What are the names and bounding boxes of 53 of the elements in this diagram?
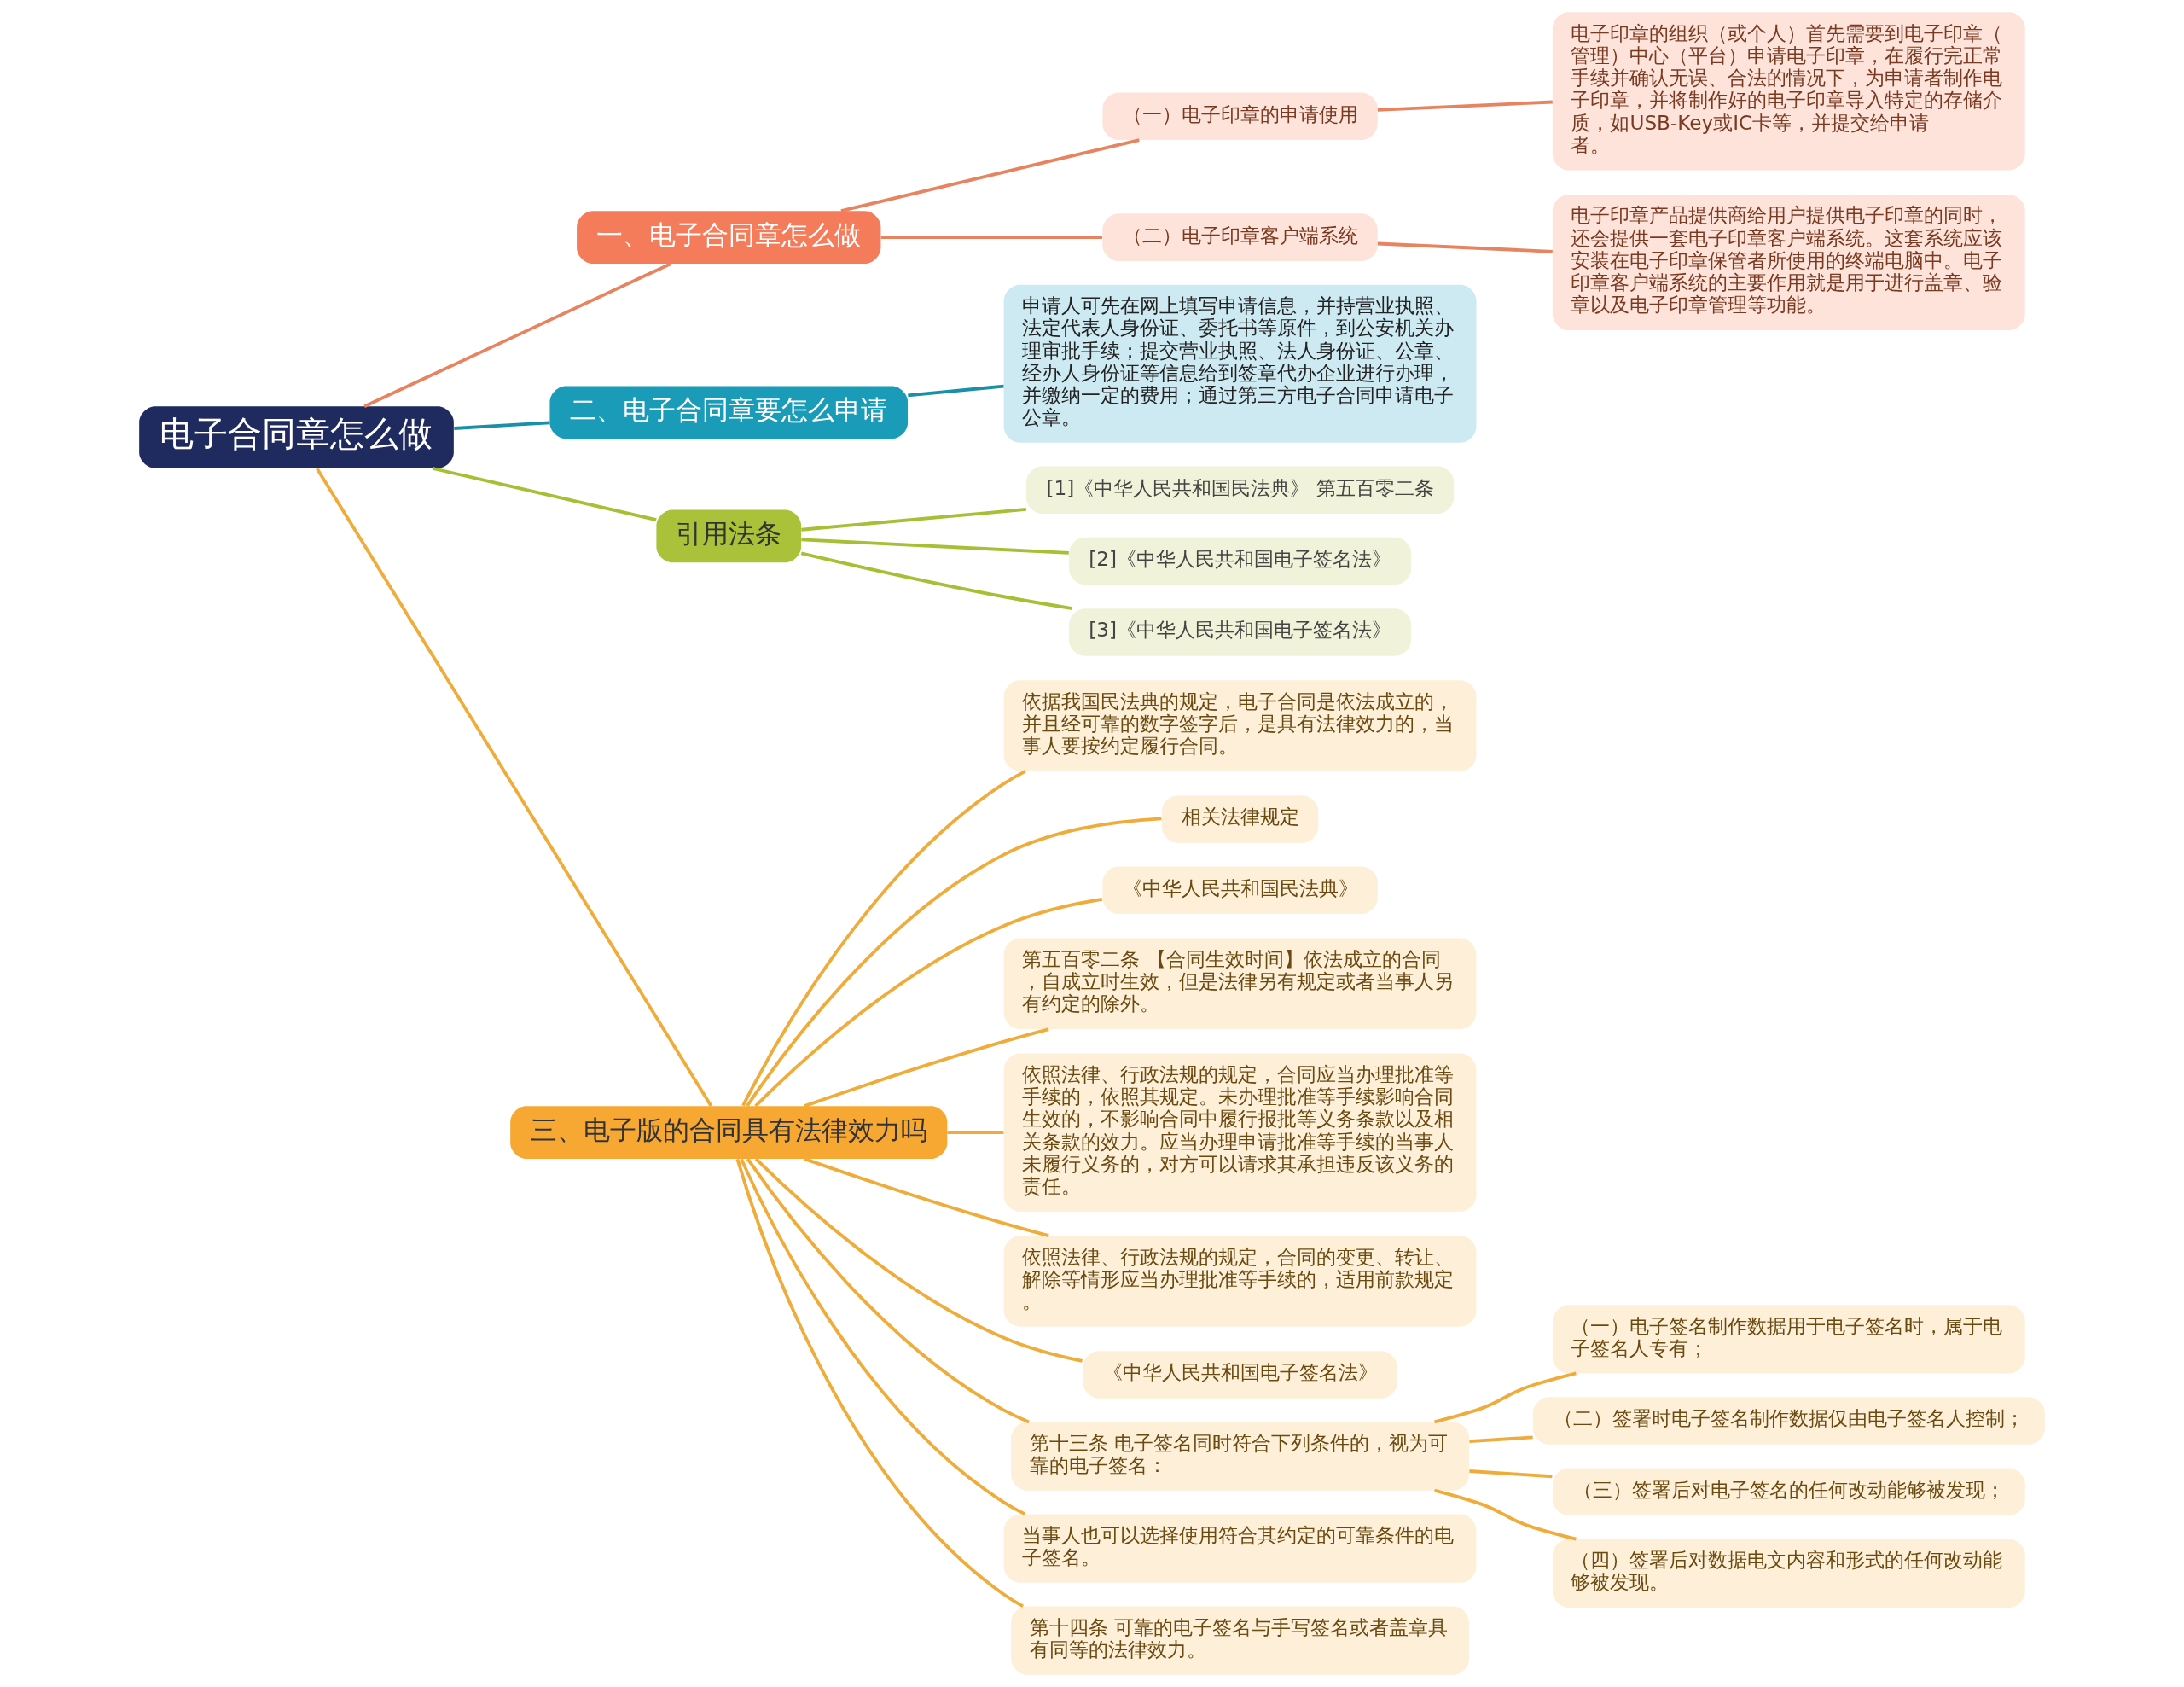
node-box: 《中华人民共和国民法典》 (1102, 866, 1378, 915)
connector (800, 551, 1073, 610)
node-box: 引用法条 (656, 509, 802, 563)
node-box: 申请人可先在网上填写申请信息，并持营业执照、法定代表人身份证、委托书等原件，到公安机关办理审批手续；提交营业执照、法人身份证、公章、经办人身份证等信息给到签章代办企业进行办理，并缴纳一定的费用；通过第三方电子合同申请电子公章。 (1003, 284, 1477, 443)
connector (746, 817, 1162, 1108)
connector (1377, 241, 1553, 253)
node-box: 第十三条 电子签名同时符合下列条件的，视为可靠的电子签名： (1011, 1422, 1469, 1491)
connector (454, 421, 550, 430)
connector (1469, 1469, 1553, 1479)
connector (804, 1027, 1049, 1108)
connector (432, 467, 657, 521)
connector (801, 507, 1026, 532)
node-box: 当事人也可以选择使用符合其约定的可靠条件的电子签名。 (1003, 1514, 1477, 1583)
connector (947, 1131, 1004, 1135)
connector (316, 468, 713, 1107)
connector (801, 538, 1069, 555)
node-box: 相关法律规定 (1161, 795, 1319, 843)
connector (1434, 1488, 1577, 1541)
node-box: 依照法律、行政法规的规定，合同应当办理批准等手续的，依照其规定。未办理批准等手续影响合同生效的，不影响合同中履行报批等义务条款以及相关条款的效力。应当办理申请批准等手续的当事人未履行义务的，对方可以请求其承担违反该义务的责任。 (1003, 1053, 1477, 1212)
connector (880, 236, 1102, 240)
connector (735, 1158, 1025, 1608)
node-box: 第五百零二条 【合同生效时间】依法成立的合同，自成立时生效，但是法律另有规定或者当事人另有约定的除外。 (1003, 938, 1477, 1029)
node-box: 依照法律、行政法规的规定，合同的变更、转让、解除等情形应当办理批准等手续的，适用前款规定。 (1003, 1236, 1477, 1327)
node-box: （三）签署后对电子签名的任何改动能够被发现； (1552, 1468, 2025, 1515)
connector (804, 1157, 1049, 1237)
connector (741, 770, 1026, 1107)
node-box: 三、电子版的合同具有法律效力吗 (510, 1106, 948, 1159)
connector (363, 262, 671, 408)
node-box: 电子印章产品提供商给用户提供电子印章的同时，还会提供一套电子印章客户端系统。这套系统应该安装在电子印章保管者所使用的终端电脑中。电子印章客户端系统的主要作用就是用于进行盖章、验章以及电子印章管理等功能。 (1552, 195, 2025, 330)
connector (840, 138, 1140, 213)
connector (908, 384, 1004, 398)
node-box: [3]《中华人民共和国电子签名法》 (1069, 608, 1412, 656)
connector (1434, 1371, 1577, 1424)
node-box: 《中华人民共和国电子签名法》 (1083, 1351, 1397, 1399)
connector (1377, 100, 1553, 112)
node-box: （一）电子签名制作数据用于电子签名时，属于电子签名人专有； (1552, 1305, 2025, 1374)
connector (746, 1158, 1030, 1424)
connector (754, 897, 1103, 1108)
node-box: 第十四条 可靠的电子签名与手写签名或者盖章具有同等的法律效力。 (1011, 1606, 1469, 1675)
connector (740, 1158, 1025, 1515)
node-box: （二）电子印章客户端系统 (1102, 213, 1378, 261)
node-box: （二）签署时电子签名制作数据仅由电子签名人控制； (1532, 1397, 2045, 1445)
node-box: 电子印章的组织（或个人）首先需要到电子印章（管理）中心（平台）申请电子印章，在履行完正常手续并确认无误、合法的情况下，为申请者制作电子印章，并将制作好的电子印章导入特定的存储介质，如USB-Key或IC卡等，并提交给申请者。 (1552, 12, 2025, 171)
node-box: 依据我国民法典的规定，电子合同是依法成立的，并且经可靠的数字签字后，是具有法律效力的，当事人要按约定履行合同。 (1003, 680, 1477, 771)
node-box: 二、电子合同章要怎么申请 (549, 386, 909, 439)
node-box: 电子合同章怎么做 (139, 406, 454, 468)
node-box: （一）电子印章的申请使用 (1102, 92, 1378, 140)
connector (1469, 1435, 1533, 1444)
node-box: [2]《中华人民共和国电子签名法》 (1069, 537, 1412, 585)
node-box: （四）签署后对数据电文内容和形式的任何改动能够被发现。 (1552, 1539, 2025, 1608)
connector (754, 1157, 1083, 1363)
node-box: [1]《中华人民共和国民法典》 第五百零二条 (1025, 466, 1455, 515)
node-box: 一、电子合同章怎么做 (577, 211, 881, 264)
